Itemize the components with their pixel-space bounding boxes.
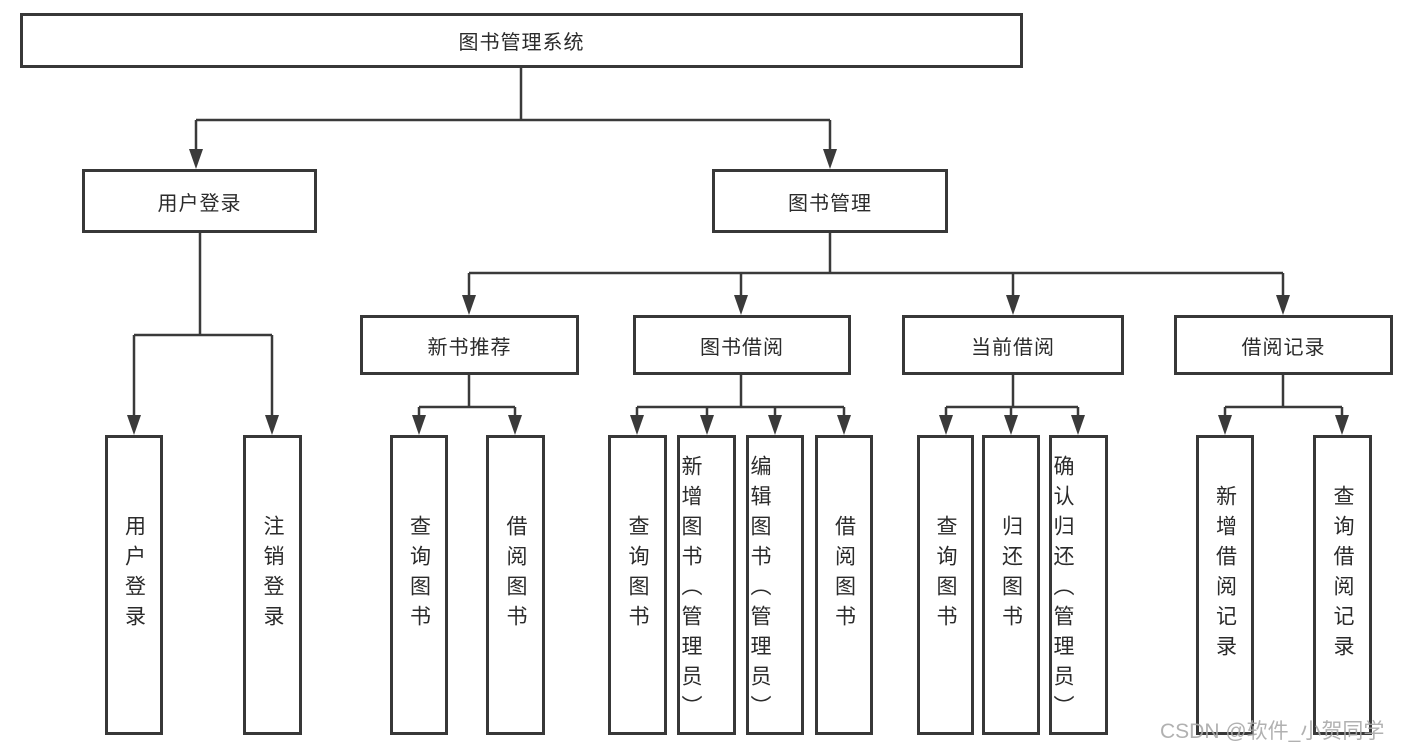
leaf-borrow-books-2: 借阅图书 bbox=[815, 435, 873, 735]
leaf-add-books-admin-label: 新增图书（管理员） bbox=[679, 455, 702, 725]
node-book-borrowing: 图书借阅 bbox=[633, 315, 851, 375]
leaf-user-login-label: 用户登录 bbox=[122, 515, 146, 635]
leaf-borrow-books-1-label: 借阅图书 bbox=[504, 515, 527, 635]
csdn-watermark: CSDN @软件_小贺同学 bbox=[1160, 720, 1385, 743]
leaf-add-books-admin: 新增图书（管理员） bbox=[677, 435, 736, 735]
node-book-management-label: 图书管理 bbox=[788, 192, 872, 215]
leaf-logout: 注销登录 bbox=[243, 435, 302, 735]
node-current-borrowing-label: 当前借阅 bbox=[971, 336, 1055, 359]
leaf-query-books-3: 查询图书 bbox=[917, 435, 974, 735]
node-root-library-system: 图书管理系统 bbox=[20, 13, 1023, 68]
node-root-label: 图书管理系统 bbox=[458, 32, 585, 54]
node-book-management: 图书管理 bbox=[712, 169, 948, 233]
leaf-borrow-books-2-label: 借阅图书 bbox=[832, 515, 856, 635]
leaf-query-books-3-label: 查询图书 bbox=[934, 515, 957, 635]
leaf-query-books-1-label: 查询图书 bbox=[407, 515, 431, 635]
arrowheads bbox=[127, 149, 1349, 435]
node-new-book-recommendation: 新书推荐 bbox=[360, 315, 579, 375]
leaf-logout-label: 注销登录 bbox=[261, 515, 284, 635]
leaf-return-books: 归还图书 bbox=[982, 435, 1040, 735]
node-user-login-label: 用户登录 bbox=[157, 192, 242, 215]
leaf-add-borrow-record-label: 新增借阅记录 bbox=[1213, 485, 1237, 665]
node-borrowing-records-label: 借阅记录 bbox=[1241, 336, 1326, 359]
connector-group bbox=[132, 68, 1344, 417]
leaf-edit-books-admin: 编辑图书（管理员） bbox=[746, 435, 804, 735]
leaf-confirm-return-admin: 确认归还（管理员） bbox=[1049, 435, 1108, 735]
leaf-query-books-1: 查询图书 bbox=[390, 435, 448, 735]
leaf-query-books-2: 查询图书 bbox=[608, 435, 667, 735]
leaf-user-login: 用户登录 bbox=[105, 435, 163, 735]
leaf-return-books-label: 归还图书 bbox=[999, 515, 1023, 635]
leaf-query-borrow-record: 查询借阅记录 bbox=[1313, 435, 1372, 735]
node-new-book-recommendation-label: 新书推荐 bbox=[427, 336, 512, 359]
leaf-confirm-return-admin-label: 确认归还（管理员） bbox=[1051, 455, 1074, 725]
leaf-query-books-2-label: 查询图书 bbox=[626, 515, 649, 635]
leaf-edit-books-admin-label: 编辑图书（管理员） bbox=[748, 455, 771, 725]
node-user-login: 用户登录 bbox=[82, 169, 317, 233]
leaf-borrow-books-1: 借阅图书 bbox=[486, 435, 545, 735]
node-current-borrowing: 当前借阅 bbox=[902, 315, 1124, 375]
node-book-borrowing-label: 图书借阅 bbox=[700, 336, 784, 359]
leaf-query-borrow-record-label: 查询借阅记录 bbox=[1331, 485, 1354, 665]
node-borrowing-records: 借阅记录 bbox=[1174, 315, 1393, 375]
leaf-add-borrow-record: 新增借阅记录 bbox=[1196, 435, 1254, 735]
